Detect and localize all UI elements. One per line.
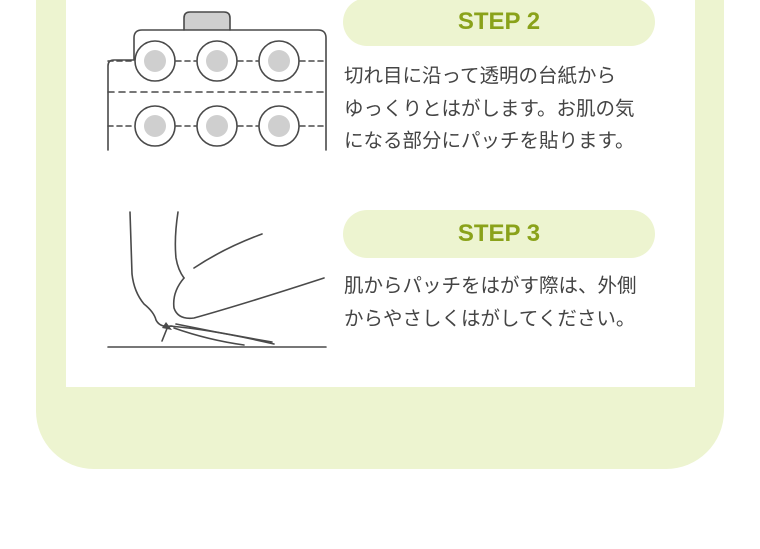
step-2-description: 切れ目に沿って透明の台紙から ゆっくりとはがします。お肌の気 になる部分にパッチ… — [344, 64, 635, 152]
step-3-label: STEP 3 — [343, 210, 655, 258]
sheet-tab — [183, 11, 231, 31]
step-2-label: STEP 2 — [343, 0, 655, 46]
step-3-description: 肌からパッチをはがす際は、外側 からやさしくはがしてください。 — [344, 274, 637, 330]
patch-sheet-illustration — [107, 11, 327, 151]
finger-peel-illustration — [107, 211, 327, 348]
finger-outline — [129, 211, 173, 328]
